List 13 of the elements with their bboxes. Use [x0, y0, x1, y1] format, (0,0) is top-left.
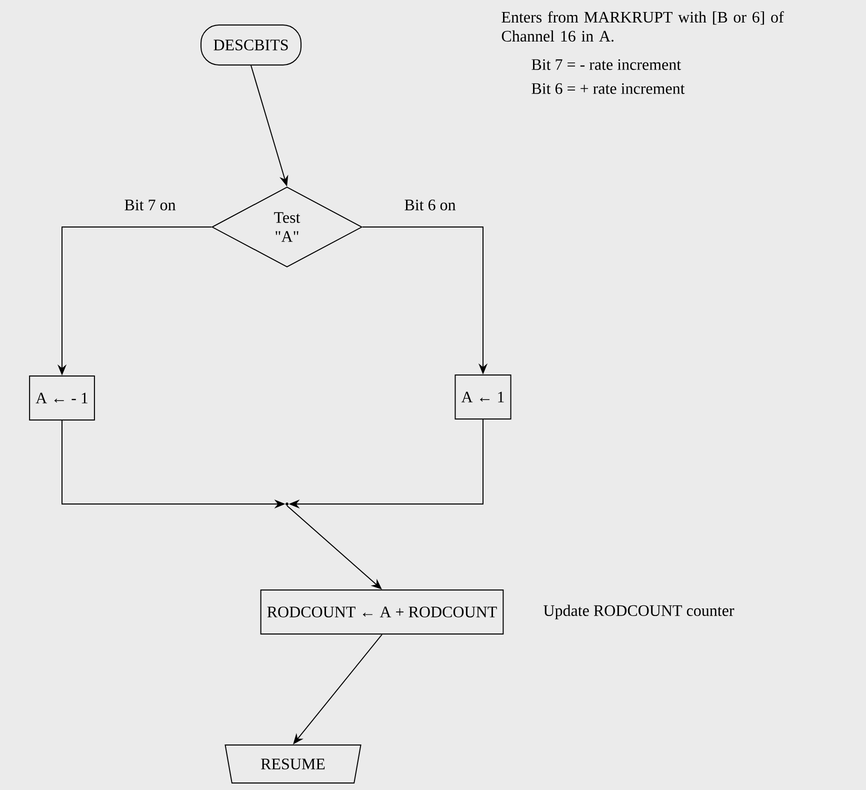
note-text: Enters from MARKRUPT with [B or 6] of Channel 16 in A. — [502, 11, 784, 42]
exit-box: RESUME — [224, 744, 362, 784]
edge-label: Bit 6 on — [403, 198, 457, 212]
note-text: Bit 6 = + rate increment — [532, 83, 685, 94]
side-note: Update RODCOUNT counter — [544, 604, 734, 620]
process-box: A ← - 1 — [29, 376, 95, 420]
note-text: Bit 7 = - rate increment — [532, 59, 681, 70]
process-box: A ← 1 — [454, 374, 512, 420]
arrow — [286, 505, 382, 590]
terminal-box: DESCBITS — [200, 24, 302, 66]
edge-label: Bit 7 on — [123, 198, 177, 212]
process-box: RODCOUNT ← A + RODCOUNT — [260, 590, 504, 634]
junction-point — [286, 502, 288, 506]
